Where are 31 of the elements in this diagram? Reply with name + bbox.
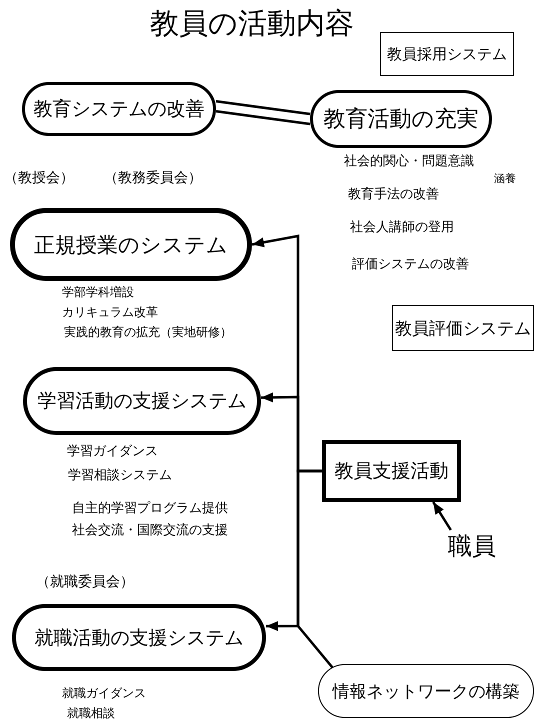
rounded-box: 教育活動の充実 xyxy=(310,90,492,148)
text-box: 教員評価システム xyxy=(392,305,534,351)
committee-label: （教務委員会） xyxy=(104,170,202,187)
committee-label: （教授会） xyxy=(4,170,74,187)
list-item-text: 社会交流・国際交流の支援 xyxy=(72,523,228,539)
text-label: 職員 xyxy=(448,530,504,562)
list-item-text: 教育手法の改善 xyxy=(348,187,439,203)
list-item-text: 学習ガイダンス xyxy=(67,444,158,460)
rounded-box: 教育システムの改善 xyxy=(22,82,216,136)
arrow xyxy=(432,501,452,531)
committee-label: （就職委員会） xyxy=(36,574,134,591)
list-item-text: 涵養 xyxy=(494,172,516,186)
connector-line xyxy=(214,100,312,126)
text-box: 教員支援活動 xyxy=(322,440,461,502)
connector-line xyxy=(296,470,334,670)
list-item-text: 社会的関心・問題意識 xyxy=(344,154,474,170)
rounded-box: 情報ネットワークの構築 xyxy=(318,664,534,718)
list-item-text: 学部学科増設 xyxy=(62,285,134,300)
rounded-box: 正規授業のシステム xyxy=(10,208,252,281)
list-item-text: 実践的教育の拡充（実地研修） xyxy=(64,325,232,340)
list-item-text: 就職相談 xyxy=(67,706,115,720)
diagram-title: 教員の活動内容 xyxy=(150,6,354,41)
rounded-box: 学習活動の支援システム xyxy=(23,367,261,435)
rounded-box: 就職活動の支援システム xyxy=(12,604,266,671)
list-item-text: 社会人講師の登用 xyxy=(350,220,454,236)
list-item-text: 評価システムの改善 xyxy=(352,257,469,273)
text-box: 教員採用システム xyxy=(380,32,514,76)
list-item-text: カリキュラム改革 xyxy=(62,305,158,320)
list-item-text: 自主的学習プログラム提供 xyxy=(72,501,228,517)
list-item-text: 就職ガイダンス xyxy=(62,686,146,700)
list-item-text: 学習相談システム xyxy=(68,468,172,484)
